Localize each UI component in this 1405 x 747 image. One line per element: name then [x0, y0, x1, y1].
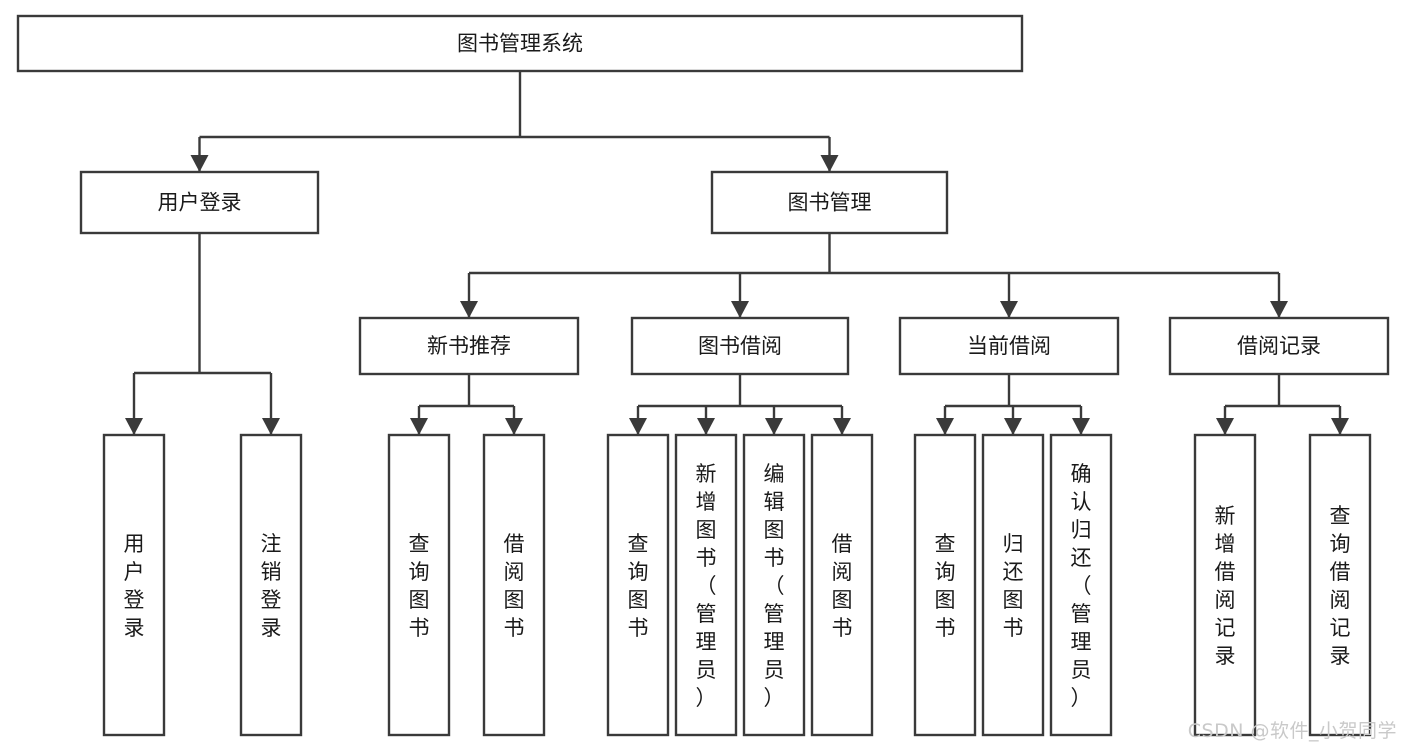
node-box-current-borrow: [898, 316, 1120, 376]
edges-from-current-borrow: [936, 374, 1090, 435]
edges-from-root: [190, 71, 839, 172]
arrow-head-icon: [190, 155, 209, 172]
arrow-head-icon: [1004, 418, 1022, 435]
node-label-leaf-query-book-current: 查询图书: [935, 532, 956, 640]
edges-from-new-book-recommend: [410, 374, 523, 435]
node-box-leaf-query-book-current: [913, 433, 977, 737]
node-label-leaf-borrow-book-recommend: 借阅图书: [504, 532, 525, 640]
node-leaf-logout[interactable]: 注销登录: [239, 433, 303, 737]
node-leaf-query-book-recommend[interactable]: 查询图书: [387, 433, 451, 737]
node-current-borrow[interactable]: 当前借阅: [898, 316, 1120, 376]
watermark-text: CSDN @软件_小贺同学: [1187, 720, 1397, 742]
node-layer: 图书管理系统用户登录图书管理新书推荐图书借阅当前借阅借阅记录用户登录注销登录查询…: [16, 14, 1390, 737]
node-leaf-return-book[interactable]: 归还图书: [981, 433, 1045, 737]
node-box-leaf-query-borrow-record: [1308, 433, 1372, 737]
arrow-head-icon: [697, 418, 715, 435]
arrow-head-icon: [765, 418, 783, 435]
node-new-book-recommend[interactable]: 新书推荐: [358, 316, 580, 376]
edges-from-borrow-record: [1216, 374, 1349, 435]
node-label-leaf-borrow-book: 借阅图书: [832, 532, 853, 640]
node-book-borrow[interactable]: 图书借阅: [630, 316, 850, 376]
node-leaf-query-borrow-record[interactable]: 查询借阅记录: [1308, 433, 1372, 737]
node-leaf-confirm-return[interactable]: 确认归还（管理员）: [1049, 433, 1113, 737]
node-label-user-login: 用户登录: [158, 191, 242, 215]
arrow-head-icon: [1216, 418, 1234, 435]
node-box-leaf-edit-book: [742, 433, 806, 737]
node-label-leaf-edit-book: 编辑图书（管理员）: [764, 462, 785, 710]
arrow-head-icon: [505, 418, 523, 435]
node-leaf-borrow-book-recommend[interactable]: 借阅图书: [482, 433, 546, 737]
node-leaf-add-borrow-record[interactable]: 新增借阅记录: [1193, 433, 1257, 737]
arrow-head-icon: [936, 418, 954, 435]
node-label-leaf-add-borrow-record: 新增借阅记录: [1215, 504, 1236, 668]
node-root[interactable]: 图书管理系统: [16, 14, 1024, 73]
node-box-leaf-add-borrow-record: [1193, 433, 1257, 737]
node-box-user-login: [79, 170, 320, 235]
arrow-head-icon: [833, 418, 851, 435]
node-label-leaf-query-book-borrow: 查询图书: [628, 532, 649, 640]
node-box-leaf-query-book-borrow: [606, 433, 670, 737]
node-label-book-management: 图书管理: [788, 191, 872, 215]
node-leaf-query-book-borrow[interactable]: 查询图书: [606, 433, 670, 737]
node-box-leaf-query-book-recommend: [387, 433, 451, 737]
arrow-head-icon: [460, 301, 478, 318]
node-leaf-query-book-current[interactable]: 查询图书: [913, 433, 977, 737]
node-box-leaf-confirm-return: [1049, 433, 1113, 737]
node-box-borrow-record: [1168, 316, 1390, 376]
node-book-management[interactable]: 图书管理: [710, 170, 949, 235]
node-label-leaf-user-login: 用户登录: [124, 532, 145, 640]
arrow-head-icon: [1270, 301, 1288, 318]
node-leaf-user-login[interactable]: 用户登录: [102, 433, 166, 737]
node-label-leaf-query-borrow-record: 查询借阅记录: [1330, 504, 1351, 668]
connector-layer: [125, 71, 1349, 435]
edges-from-user-login: [125, 233, 280, 435]
arrow-head-icon: [410, 418, 428, 435]
node-box-leaf-add-book: [674, 433, 738, 737]
node-leaf-edit-book[interactable]: 编辑图书（管理员）: [742, 433, 806, 737]
node-label-current-borrow: 当前借阅: [967, 334, 1051, 358]
node-label-borrow-record: 借阅记录: [1237, 334, 1321, 358]
edges-from-book-borrow: [629, 374, 851, 435]
node-leaf-borrow-book[interactable]: 借阅图书: [810, 433, 874, 737]
node-box-new-book-recommend: [358, 316, 580, 376]
arrow-head-icon: [629, 418, 647, 435]
node-box-leaf-user-login: [102, 433, 166, 737]
node-box-book-management: [710, 170, 949, 235]
node-label-book-borrow: 图书借阅: [698, 334, 782, 358]
arrow-head-icon: [820, 155, 839, 172]
node-box-leaf-borrow-book: [810, 433, 874, 737]
arrow-head-icon: [262, 418, 280, 435]
node-leaf-add-book[interactable]: 新增图书（管理员）: [674, 433, 738, 737]
node-label-leaf-return-book: 归还图书: [1003, 532, 1024, 640]
node-user-login[interactable]: 用户登录: [79, 170, 320, 235]
node-label-leaf-confirm-return: 确认归还（管理员）: [1071, 462, 1092, 710]
arrow-head-icon: [1000, 301, 1018, 318]
node-box-leaf-logout: [239, 433, 303, 737]
arrow-head-icon: [125, 418, 143, 435]
edges-from-book-management: [460, 233, 1288, 318]
node-box-leaf-return-book: [981, 433, 1045, 737]
node-box-leaf-borrow-book-recommend: [482, 433, 546, 737]
node-label-root: 图书管理系统: [457, 32, 583, 56]
node-label-new-book-recommend: 新书推荐: [427, 334, 511, 358]
node-label-leaf-add-book: 新增图书（管理员）: [696, 462, 717, 710]
node-borrow-record[interactable]: 借阅记录: [1168, 316, 1390, 376]
arrow-head-icon: [731, 301, 749, 318]
arrow-head-icon: [1331, 418, 1349, 435]
node-label-leaf-logout: 注销登录: [261, 532, 282, 640]
arrow-head-icon: [1072, 418, 1090, 435]
node-label-leaf-query-book-recommend: 查询图书: [409, 532, 430, 640]
node-box-root: [16, 14, 1024, 73]
node-box-book-borrow: [630, 316, 850, 376]
